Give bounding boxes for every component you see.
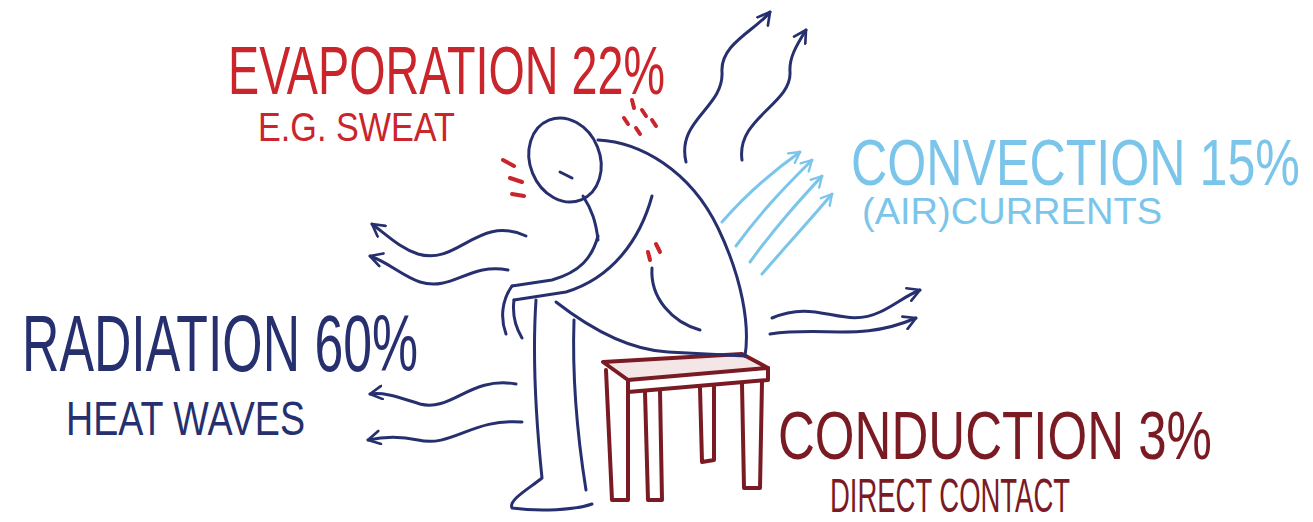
air-current-arrows [722,152,832,274]
person-arm [512,236,598,286]
mechanism-heading: CONVECTION 15% [851,130,1300,195]
sweat-marks [503,100,660,260]
person-thigh [556,302,745,356]
closed-eye [560,172,572,178]
seated-person [503,107,747,510]
heat-arrow [370,383,516,405]
person-arm [514,196,652,300]
air-arrow [736,160,812,246]
sweat-drop [512,194,524,196]
sweat-drop [510,178,522,182]
sweat-drop [636,128,640,134]
sweat-drop [652,120,656,126]
heat-arrow [368,422,522,442]
mechanism-heading: CONDUCTION 3% [778,401,1212,470]
sweat-drop [648,252,650,260]
stool-leg [645,390,662,500]
person-back [598,140,746,356]
heat-arrow [372,224,526,256]
heat-arrow [772,290,920,318]
mechanism-note: E.G. SWEAT [258,108,455,148]
mechanism-heading: RADIATION 60% [22,303,418,384]
stool-seat-edge [628,368,768,392]
person-leg [512,300,592,510]
sweat-drop [624,118,628,124]
stool [603,354,768,500]
stool-leg [606,370,628,500]
mechanism-heading: EVAPORATION 22% [228,36,665,105]
heat-arrow [685,12,770,162]
heat-arrow [742,30,806,160]
heat-arrow [770,318,916,334]
stool-seat [603,354,768,380]
person-belly [652,268,700,330]
sweat-drop [503,160,514,166]
mechanism-note: (AIR)CURRENTS [862,193,1162,231]
person-head [516,107,613,213]
stool-leg [700,387,714,462]
person-leg [574,320,586,490]
person-chest [583,196,598,240]
mechanism-note: DIRECT CONTACT [830,471,1070,520]
air-arrow [762,194,832,274]
mechanism-note: HEAT WAVES [66,394,305,443]
sweat-drop [656,244,660,252]
heat-arrow [370,256,508,284]
sweat-drop [642,110,646,116]
person-hand [503,286,522,338]
stool-leg [742,382,762,488]
